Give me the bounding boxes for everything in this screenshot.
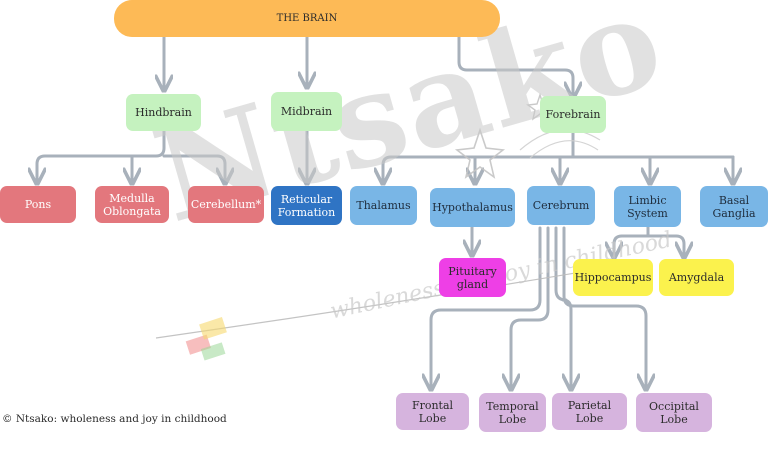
line-hindbrain-split — [37, 129, 166, 182]
node-basal-ganglia: Basal Ganglia — [700, 186, 768, 227]
line-hindbrain-cerebellum — [162, 154, 225, 182]
node-limbic-system: Limbic System — [614, 186, 681, 227]
line-limbic-amygdala — [674, 234, 684, 256]
node-cerebrum: Cerebrum — [527, 186, 595, 225]
line-cerebrum-frontal — [431, 226, 542, 388]
node-pons: Pons — [0, 186, 76, 223]
copyright-credit: © Ntsako: wholeness and joy in childhood — [2, 413, 227, 425]
node-hypothalamus: Hypothalamus — [430, 188, 515, 227]
root-node-the-brain: THE BRAIN — [114, 0, 500, 37]
line-limbic-hippocampus — [614, 234, 624, 256]
line-forebrain-thalamus — [383, 155, 393, 182]
node-pituitary-gland: Pituitary gland — [439, 258, 506, 297]
node-occipital-lobe: Occipital Lobe — [636, 393, 712, 432]
node-hippocampus: Hippocampus — [573, 259, 653, 296]
node-temporal-lobe: Temporal Lobe — [479, 393, 546, 432]
watermark-graphics — [155, 92, 641, 361]
node-cerebellum: Cerebellum* — [188, 186, 264, 223]
node-parietal-lobe: Parietal Lobe — [552, 393, 627, 430]
node-hindbrain: Hindbrain — [126, 94, 201, 131]
node-reticular-formation: Reticular Formation — [271, 186, 342, 225]
node-amygdala: Amygdala — [659, 259, 734, 296]
line-cerebrum-occipital — [562, 226, 646, 388]
node-frontal-lobe: Frontal Lobe — [396, 393, 469, 430]
line-limbic-split — [620, 225, 678, 238]
node-forebrain: Forebrain — [540, 96, 606, 133]
node-thalamus: Thalamus — [350, 186, 417, 225]
line-root-forebrain — [457, 35, 573, 96]
node-midbrain: Midbrain — [271, 92, 342, 131]
line-cerebrum-temporal — [511, 226, 550, 388]
node-medulla-oblongata: Medulla Oblongata — [95, 186, 169, 223]
